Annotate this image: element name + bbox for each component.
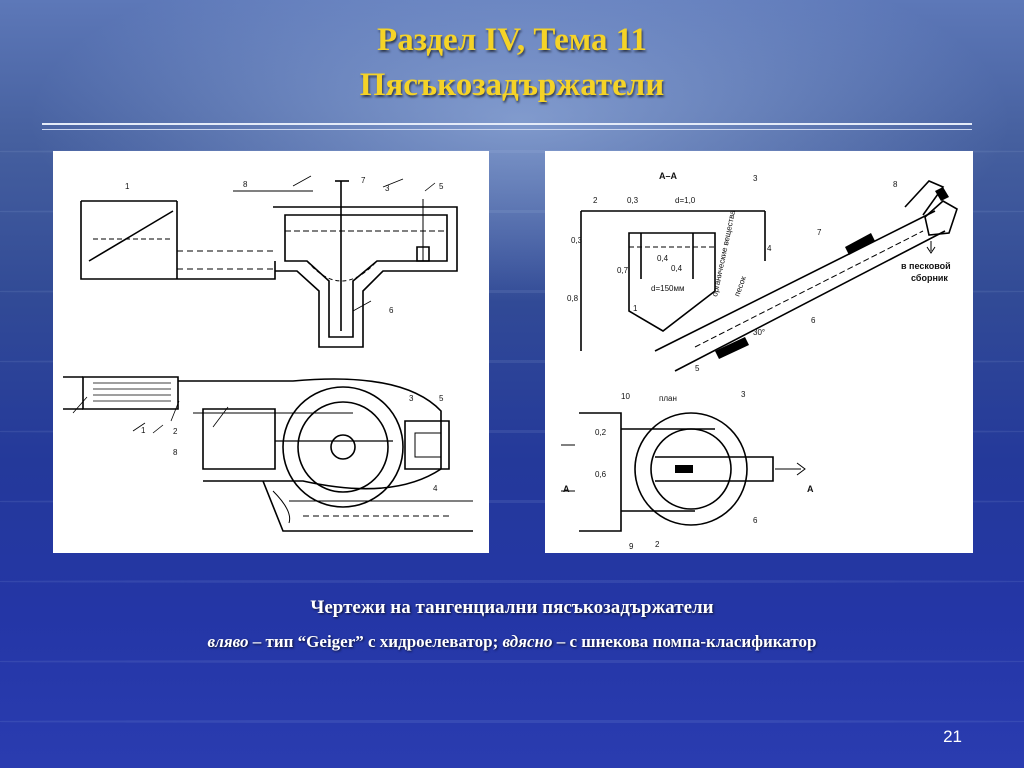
left-drawing-panel: 1 8 7 3 5 6 1 2 3 5 8 4 <box>53 151 489 553</box>
right-label-3b: 3 <box>741 390 746 399</box>
left-label-6: 6 <box>389 306 394 315</box>
caption-right-word: вдясно <box>502 632 553 651</box>
geiger-sand-trap-drawing: 1 8 7 3 5 6 1 2 3 5 8 4 <box>63 175 473 532</box>
dim-d-150mm: d=150мм <box>651 284 684 293</box>
dim-0-6: 0,6 <box>595 470 607 479</box>
left-label-4: 4 <box>433 484 438 493</box>
screw-classifier-sand-trap-drawing: А–А план 0,3 d=1,0 0,3 0,7 0,4 0,4 0,8 d… <box>561 171 958 551</box>
left-label-5b: 5 <box>439 394 444 403</box>
angle-30: 30° <box>753 328 765 337</box>
slide-title-line1: Раздел IV, Тема 11 <box>377 22 647 58</box>
right-label-6b: 6 <box>753 516 758 525</box>
slide-title-line2: Пясъкозадържатели <box>359 67 665 103</box>
left-label-3b: 3 <box>409 394 414 403</box>
left-label-2: 2 <box>173 427 178 436</box>
plan-title: план <box>659 394 677 403</box>
caption-left-word: вляво <box>207 632 249 651</box>
left-label-8b: 8 <box>173 448 178 457</box>
title-divider-thin <box>42 129 972 130</box>
section-mark-right: А <box>807 484 814 494</box>
title-divider <box>42 123 972 125</box>
dim-d-1-0: d=1,0 <box>675 196 696 205</box>
label-sand: песок <box>732 275 748 298</box>
caption-right-text: – с шнекова помпа-класификатор <box>552 632 817 651</box>
right-label-2b: 2 <box>655 540 660 549</box>
right-label-10: 10 <box>621 392 630 401</box>
dim-0-4a: 0,4 <box>657 254 669 263</box>
left-label-7: 7 <box>361 176 366 185</box>
right-label-5: 5 <box>695 364 700 373</box>
collector-line2: сборник <box>911 273 948 283</box>
left-label-1b: 1 <box>141 426 146 435</box>
caption-line1: Чертежи на тангенциални пясъкозадържател… <box>310 597 714 618</box>
left-label-1a: 1 <box>125 182 130 191</box>
page-number: 21 <box>943 727 962 746</box>
right-label-3a: 3 <box>753 174 758 183</box>
dim-0-3: 0,3 <box>627 196 639 205</box>
right-label-9: 9 <box>629 542 634 551</box>
collector-line1: в песковой <box>901 261 951 271</box>
right-label-7: 7 <box>817 228 822 237</box>
right-label-2a: 2 <box>593 196 598 205</box>
caption-line2: вляво – тип “Geiger” с хидроелеватор; вд… <box>0 632 1024 652</box>
right-label-8: 8 <box>893 180 898 189</box>
dim-0-7: 0,7 <box>617 266 629 275</box>
right-label-6a: 6 <box>811 316 816 325</box>
left-label-8a: 8 <box>243 180 248 189</box>
right-label-1: 1 <box>633 304 638 313</box>
caption-left-text: – тип “Geiger” с хидроелеватор; <box>248 632 503 651</box>
dim-0-4b: 0,4 <box>671 264 683 273</box>
left-label-5a: 5 <box>439 182 444 191</box>
dim-0-8: 0,8 <box>567 294 579 303</box>
section-title-aa: А–А <box>659 171 678 181</box>
right-drawing-panel: А–А план 0,3 d=1,0 0,3 0,7 0,4 0,4 0,8 d… <box>545 151 973 553</box>
section-mark-left: А <box>563 484 570 494</box>
right-label-4: 4 <box>767 244 772 253</box>
dim-0-2: 0,2 <box>595 428 607 437</box>
dim-0-3-vert: 0,3 <box>571 236 583 245</box>
left-label-3a: 3 <box>385 184 390 193</box>
